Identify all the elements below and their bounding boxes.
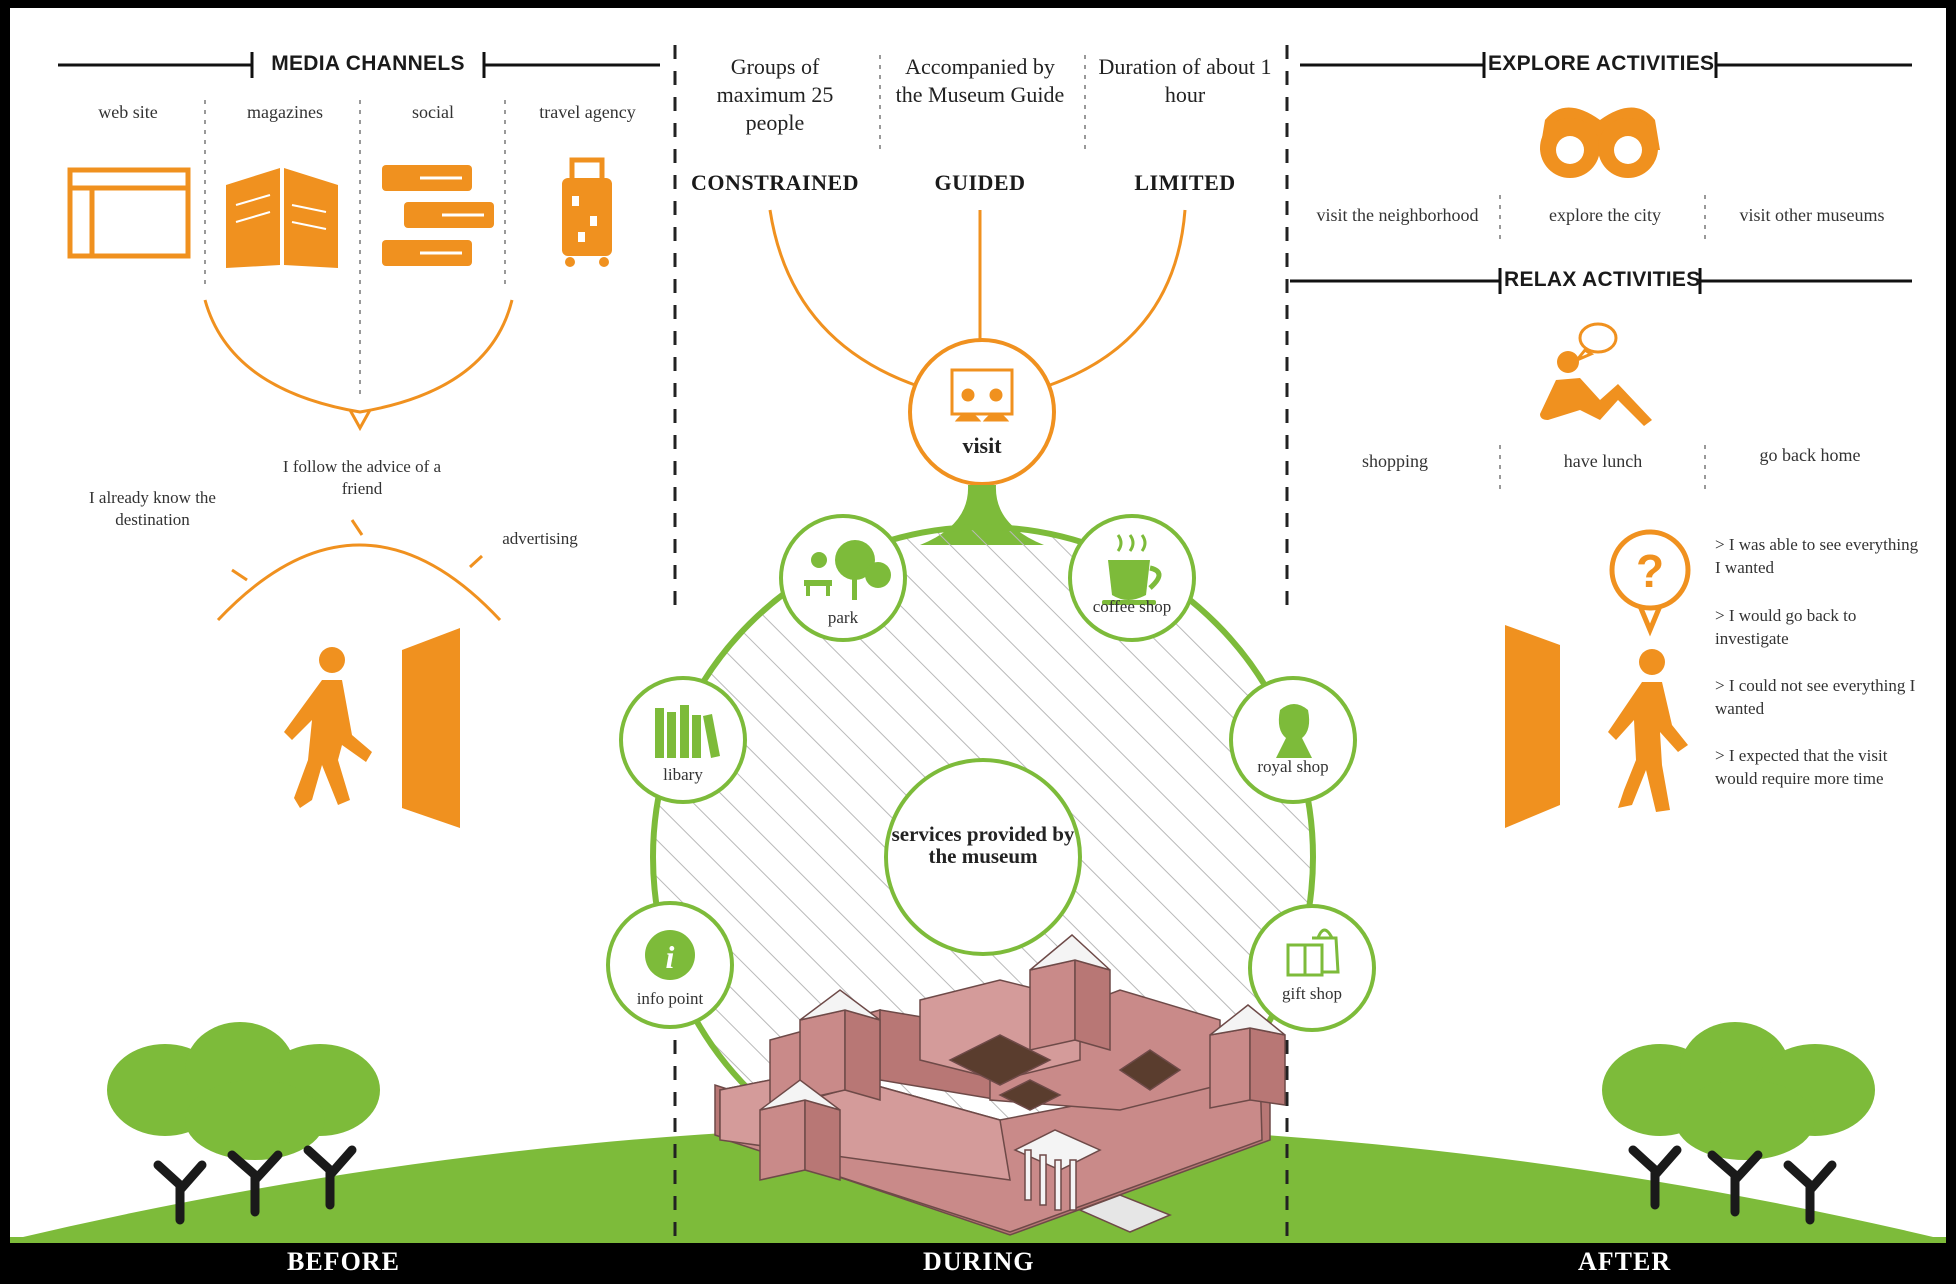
services-center-label: services provided by the museum xyxy=(891,822,1075,868)
visit-label: visit xyxy=(962,433,1002,458)
relax-shopping: shopping xyxy=(1361,451,1428,471)
walking-person-icon xyxy=(284,647,372,808)
svg-text:i: i xyxy=(666,939,675,975)
phase-after: AFTER xyxy=(1578,1247,1672,1276)
decision-arch xyxy=(216,543,502,622)
walking-person-after-icon xyxy=(1608,649,1688,812)
channel-label-travel: travel agency xyxy=(539,102,636,122)
channel-icon-shapes xyxy=(67,167,191,259)
relaxing-person-icon xyxy=(1540,322,1652,426)
service-royal-shop: royal shop xyxy=(1257,757,1329,776)
explore-activities-title: EXPLORE ACTIVITIES xyxy=(1488,52,1715,75)
service-coffee-shop: coffee shop xyxy=(1092,597,1172,616)
trait-guided: GUIDED xyxy=(934,170,1026,195)
service-info-point: info point xyxy=(636,989,704,1008)
trees-left-icon xyxy=(107,1022,380,1225)
motivation-friend-advice: I follow the advice of a friend xyxy=(282,457,442,498)
channel-label-social: social xyxy=(412,102,454,122)
feedback-item-1: > I was able to see everything I wanted xyxy=(1715,535,1919,577)
motivation-advertising: advertising xyxy=(502,529,578,548)
suitcase-shape xyxy=(562,157,612,267)
trait-desc-constrained: Groups of maximum 25 people xyxy=(716,54,834,135)
frame-left xyxy=(0,0,10,1284)
magazine-shape xyxy=(226,168,338,268)
phase-during: DURING xyxy=(923,1247,1035,1276)
door-icon xyxy=(402,628,460,828)
frame-top xyxy=(0,0,1956,8)
channels-funnel xyxy=(203,299,514,414)
channel-label-web: web site xyxy=(98,102,158,122)
channel-label-magazines: magazines xyxy=(247,102,323,122)
service-gift-shop: gift shop xyxy=(1282,984,1342,1003)
relax-lunch: have lunch xyxy=(1563,451,1643,471)
explore-neighborhood: visit the neighborhood xyxy=(1316,205,1479,225)
frame-right xyxy=(1946,0,1956,1284)
service-libary: libary xyxy=(663,765,703,784)
trees-right-icon xyxy=(1602,1022,1875,1225)
phase-before: BEFORE xyxy=(287,1247,400,1276)
media-channels-title: MEDIA CHANNELS xyxy=(271,52,465,75)
relax-go-home: go back home xyxy=(1759,445,1861,465)
trait-desc-limited: Duration of about 1 hour xyxy=(1098,54,1272,107)
explore-city: explore the city xyxy=(1549,205,1661,225)
phase-bar xyxy=(0,1243,1956,1284)
header-rules xyxy=(58,52,1912,294)
service-icon-shapes xyxy=(645,534,1340,980)
museum-building-icon xyxy=(714,934,1286,1236)
door-icon-after xyxy=(1505,625,1560,828)
svg-text:?: ? xyxy=(1636,545,1664,597)
explore-other-museums: visit other museums xyxy=(1739,205,1885,225)
trait-desc-guided: Accompanied by the Museum Guide xyxy=(895,54,1065,107)
visit-circle xyxy=(908,338,1056,486)
binoculars-icon xyxy=(1540,107,1660,178)
feedback-item-2: > I would go back to investigate xyxy=(1715,606,1857,648)
services-center xyxy=(884,758,1082,956)
feedback-item-4: > I expected that the visit would requir… xyxy=(1715,746,1888,788)
trait-constrained: CONSTRAINED xyxy=(690,170,860,195)
service-park: park xyxy=(827,608,859,627)
feedback-item-3: > I could not see everything I wanted xyxy=(1715,676,1916,718)
ground-line xyxy=(10,1237,1946,1243)
relax-activities-title: RELAX ACTIVITIES xyxy=(1504,268,1701,291)
motivation-known-destination: I already know the destination xyxy=(89,488,216,529)
visit-icon xyxy=(950,368,1014,422)
question-bubble-icon: ? xyxy=(1609,529,1691,637)
trait-limited: LIMITED xyxy=(1134,170,1236,195)
minor-separators xyxy=(204,55,1706,490)
visit-connectors xyxy=(768,209,1187,387)
